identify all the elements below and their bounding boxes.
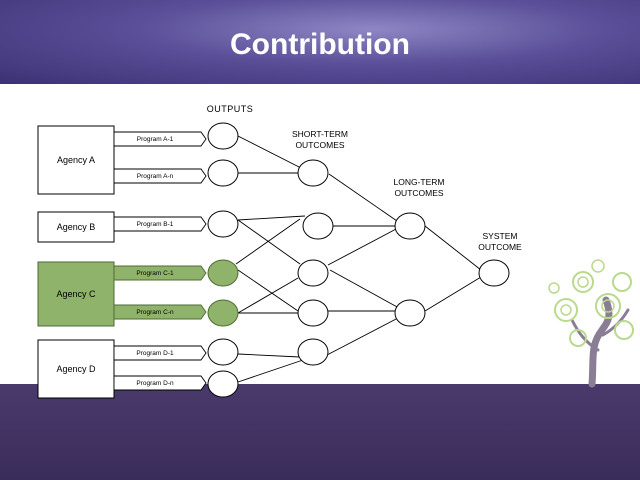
program-arrow-dn [113,375,207,391]
program-cn-label: Program C-n [136,309,174,316]
header-system-line2: OUTCOME [478,242,522,252]
agency-a-label: Agency A [57,155,95,165]
long-term-node-2 [394,299,426,327]
output-node-cn [207,299,239,327]
program-d1-label: Program D-1 [136,350,174,357]
program-arrow-b1 [113,216,207,232]
short-term-node-4 [297,299,329,327]
program-a1-label: Program A-1 [137,136,174,143]
program-arrow-an [113,168,207,184]
output-node-c1 [207,259,239,287]
header-short-term-line2: OUTCOMES [295,140,344,150]
header-long-term-line2: OUTCOMES [394,188,443,198]
agency-box-a [37,125,115,195]
short-term-node-3 [297,259,329,287]
program-c1-label: Program C-1 [136,270,174,277]
header-long-term-line1: LONG-TERM [394,177,445,187]
short-term-node-1 [297,159,329,187]
title-banner: Contribution [0,0,640,84]
output-node-an [207,159,239,187]
program-arrow-cn [113,304,207,320]
agency-box-c [37,261,115,327]
short-term-node-5 [297,338,329,366]
header-short-term-line1: SHORT-TERM [292,129,348,139]
output-node-a1 [207,122,239,150]
output-node-d1 [207,338,239,366]
output-node-dn [207,370,239,398]
agency-c-label: Agency C [56,289,96,299]
program-arrow-c1 [113,265,207,281]
program-an-label: Program A-n [137,173,174,180]
header-system-line1: SYSTEM [483,231,518,241]
program-arrow-d1 [113,345,207,361]
decorative-tree-icon [548,259,634,388]
output-node-b1 [207,210,239,238]
agency-d-label: Agency D [56,364,96,374]
page-title: Contribution [230,28,410,61]
agency-box-d [37,339,115,399]
long-term-node-1 [394,212,426,240]
footer-band [0,384,640,480]
program-arrow-a1 [113,131,207,147]
program-b1-label: Program B-1 [137,221,174,228]
header-outputs: OUTPUTS [207,104,254,114]
short-term-node-2 [302,212,334,240]
connection-lines [235,135,482,383]
agency-b-label: Agency B [57,222,96,232]
system-outcome-node [478,259,510,287]
program-dn-label: Program D-n [136,380,174,387]
